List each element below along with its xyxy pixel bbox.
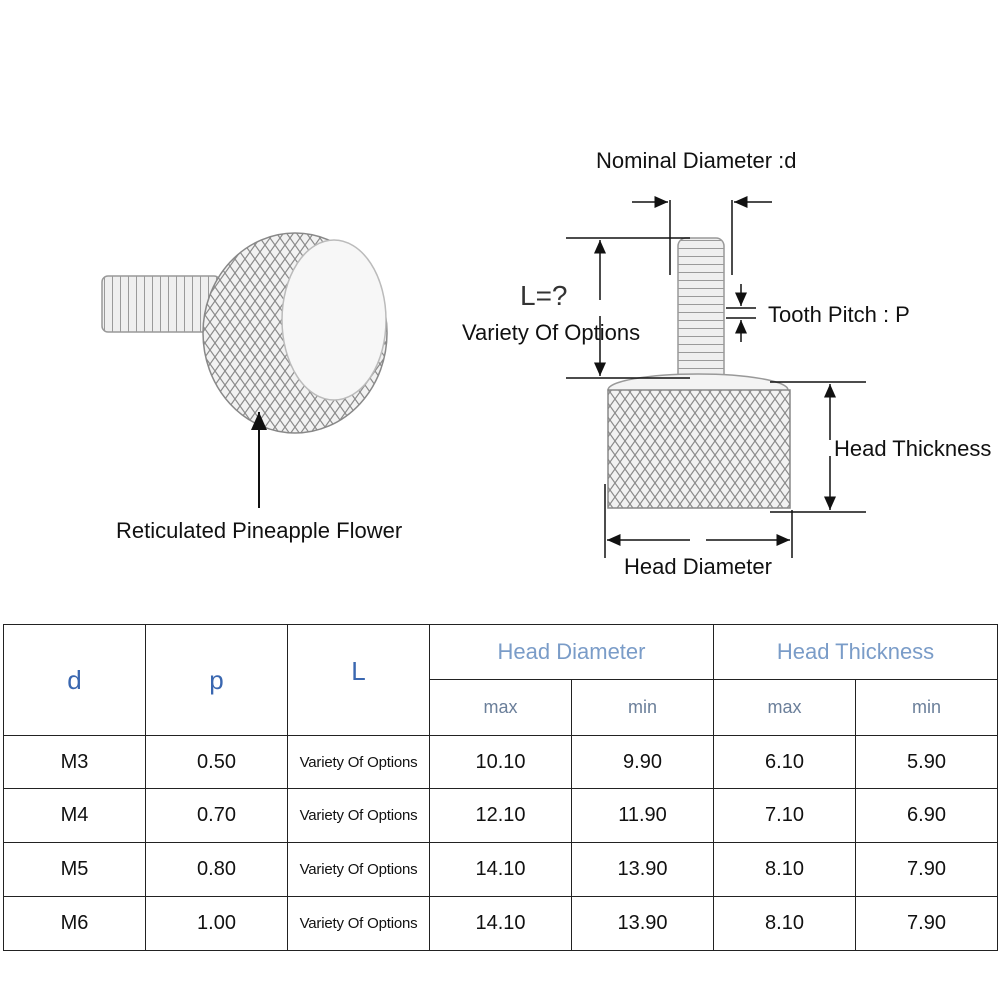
cell-d: M4 [3,788,146,843]
length-variable-label: L=? [520,280,568,311]
reticulated-label: Reticulated Pineapple Flower [116,518,403,543]
cell-L: Variety Of Options [287,896,430,951]
cell-ht-min: 6.90 [855,788,999,843]
screw-illustrations [101,196,866,558]
cell-ht-max: 6.10 [713,735,857,789]
table-header-row: d p L Head Diameter Head Thickness [3,624,999,736]
cell-hd-max: 12.10 [429,788,572,843]
cell-p: 0.50 [145,735,288,789]
cell-d: M3 [3,735,146,789]
cell-ht-min: 7.90 [855,896,999,951]
cell-ht-max: 8.10 [713,896,857,951]
cell-hd-max: 14.10 [429,896,572,951]
cell-ht-min: 7.90 [855,842,999,897]
cell-hd-min: 13.90 [570,896,715,951]
header-hd-max: max [429,679,572,736]
length-options-label: Variety Of Options [462,320,641,345]
cell-p: 0.70 [145,788,288,843]
header-L: L [287,624,430,736]
tooth-pitch-dimension [726,284,756,342]
header-ht-min: min [855,679,999,736]
cell-ht-min: 5.90 [855,735,999,789]
left-screw-head-face [281,239,387,401]
cell-L: Variety Of Options [287,788,430,843]
right-screw-figure [607,237,791,509]
header-ht-max: max [713,679,857,736]
cell-hd-min: 11.90 [570,788,715,843]
cell-hd-max: 10.10 [429,735,572,789]
head-diameter-label: Head Diameter [624,554,772,579]
cell-p: 0.80 [145,842,288,897]
right-screw-thread [677,237,725,389]
table-subheader-row: max min max min [4,679,999,736]
table-row: M4 0.70 Variety Of Options 12.10 11.90 7… [3,788,999,843]
head-diameter-dimension [604,484,793,558]
head-thickness-dimension [770,381,866,513]
header-p: p [145,624,288,736]
cell-d: M5 [3,842,146,897]
cell-ht-max: 7.10 [713,788,857,843]
header-d: d [3,624,146,736]
right-screw-knurled-head [607,389,791,509]
cell-hd-min: 9.90 [570,735,715,789]
head-thickness-label: Head Thickness [834,436,992,461]
cell-d: M6 [3,896,146,951]
cell-p: 1.00 [145,896,288,951]
header-head-diameter: Head Diameter [428,624,715,680]
nominal-diameter-dimension [632,196,772,275]
length-dimension [566,237,690,379]
tooth-pitch-label: Tooth Pitch : P [768,302,910,327]
cell-ht-max: 8.10 [713,842,857,897]
spec-table: d p L Head Diameter Head Thickness max m… [3,624,999,951]
table-row: M3 0.50 Variety Of Options 10.10 9.90 6.… [3,735,999,789]
cell-hd-min: 13.90 [570,842,715,897]
table-row: M6 1.00 Variety Of Options 14.10 13.90 8… [3,896,999,951]
header-head-thickness: Head Thickness [713,624,999,680]
cell-L: Variety Of Options [287,735,430,789]
table-row: M5 0.80 Variety Of Options 14.10 13.90 8… [3,842,999,897]
nominal-diameter-label: Nominal Diameter :d [596,148,797,173]
cell-L: Variety Of Options [287,842,430,897]
cell-hd-max: 14.10 [429,842,572,897]
header-hd-min: min [570,679,715,736]
left-screw-figure [101,232,388,434]
left-screw-thread [101,275,221,333]
